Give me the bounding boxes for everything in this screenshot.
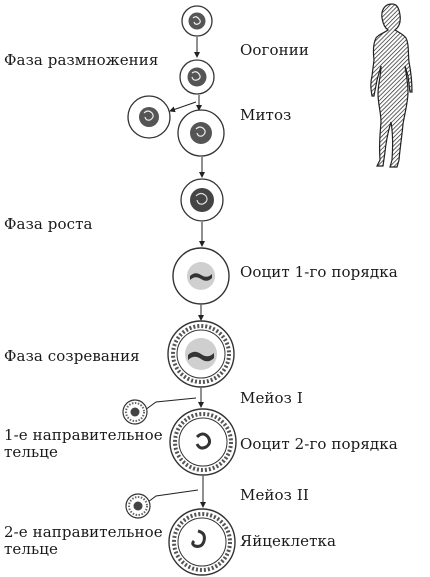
primary-oocyte-cell [172,247,230,305]
phase-growth-label: Фаза роста [4,215,93,233]
maturation-oocyte-cell [167,320,235,388]
polar-body-2-cell [125,493,151,519]
meiosis-1-label: Мейоз I [240,389,303,407]
egg-cell-label: Яйцеклетка [240,532,337,550]
phase-multiplication-label: Фаза размножения [4,51,159,69]
primary-oocyte-label: Ооцит 1-го порядка [240,263,398,281]
polar-body-1-label-line1: 1-е направительное [4,426,163,444]
secondary-oocyte-label: Ооцит 2-го порядка [240,435,398,453]
polar-body-1-label-line2: тельце [4,443,58,461]
mitosis-cell [177,109,225,157]
oogonia-label: Оогонии [240,41,309,59]
phase-maturation-label: Фаза созревания [4,347,140,365]
polar-body-2-label-line2: тельце [4,540,58,558]
mitosis-daughter-cell [127,95,171,139]
polar-body-2-label-line1: 2-е направительное [4,523,163,541]
growth-phase-cell [180,178,224,222]
egg-cell [168,508,236,576]
oogonium-cell-1 [181,5,213,37]
polar-body-1-cell [122,399,148,425]
female-figure-icon [370,3,413,168]
secondary-oocyte-cell [169,408,237,476]
mitosis-label: Митоз [240,106,292,124]
oogonium-cell-2 [179,59,215,95]
meiosis-2-label: Мейоз II [240,486,309,504]
